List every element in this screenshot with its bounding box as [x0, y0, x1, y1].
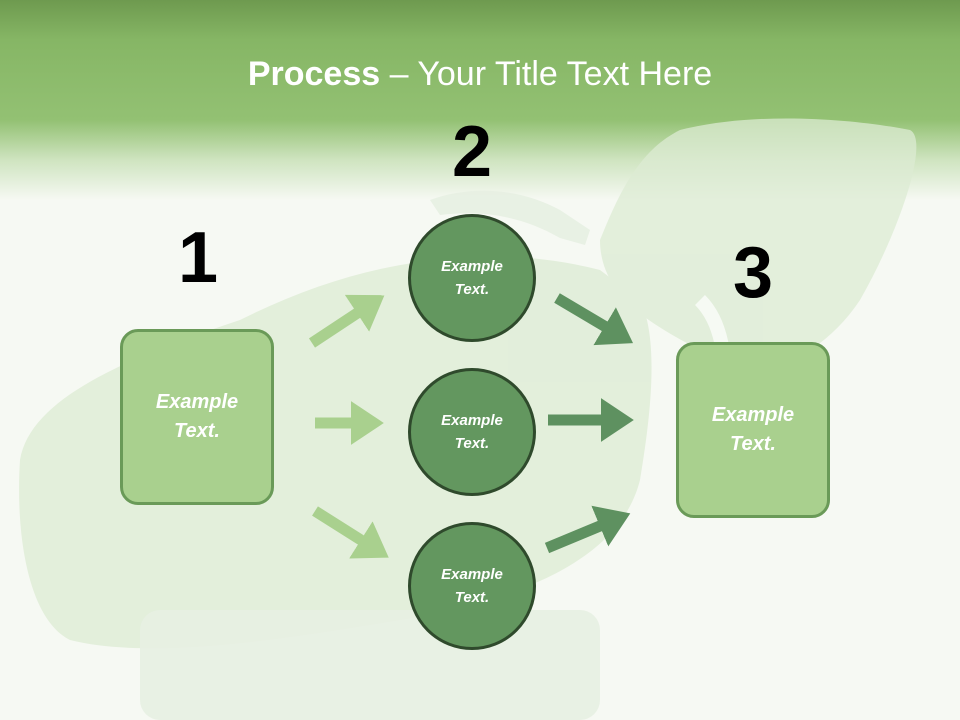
- arrow-1-to-circle-top: [308, 294, 385, 348]
- step-number-3: 3: [732, 233, 774, 313]
- arrow-circle-top-to-3: [554, 293, 634, 346]
- step-number-2: 2: [451, 112, 493, 192]
- title-bold: Process: [247, 55, 381, 93]
- arrow-circle-bottom-to-3: [544, 505, 631, 554]
- circle-top-text: Example Text.: [441, 258, 503, 298]
- arrow-1-to-circle-bottom: [312, 506, 389, 559]
- step-number-1: 1: [177, 218, 219, 298]
- step-1-text: Example Text.: [155, 391, 239, 442]
- step-1-box: Example Text.: [120, 329, 274, 505]
- circle-middle-text: Example Text.: [441, 412, 503, 452]
- step-3-text: Example Text.: [711, 404, 795, 455]
- step-2-circle-middle: Example Text.: [408, 368, 536, 496]
- circle-bottom-text: Example Text.: [441, 566, 503, 606]
- title-rest: – Your Title Text Here: [380, 55, 713, 93]
- step-2-circle-top: Example Text.: [408, 214, 536, 342]
- step-2-circle-bottom: Example Text.: [408, 522, 536, 650]
- page-title: Process – Your Title Text Here: [0, 52, 960, 96]
- step-3-box: Example Text.: [676, 342, 830, 518]
